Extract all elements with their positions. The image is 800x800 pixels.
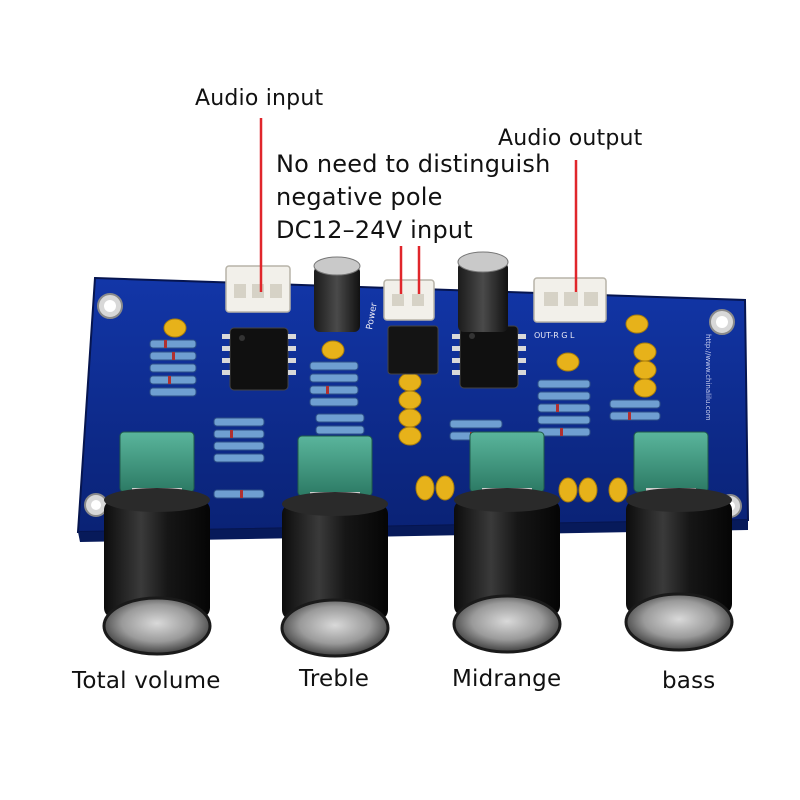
power-connector [383, 279, 435, 321]
label-audio-input: Audio input [195, 86, 324, 111]
leader-lines [259, 118, 578, 294]
label-midrange: Midrange [452, 666, 562, 692]
knob-midrange[interactable] [452, 431, 562, 654]
knob-treble[interactable] [280, 435, 390, 658]
label-power-line3: DC12–24V input [276, 216, 473, 244]
label-power-line2: negative pole [276, 183, 443, 211]
label-bass: bass [662, 668, 716, 694]
resistors [149, 339, 661, 499]
knob-total-volume[interactable] [102, 431, 212, 656]
silk-url: http://www.chinalilu.com [704, 334, 712, 421]
ceramic-capacitors [163, 314, 657, 503]
label-total-volume: Total volume [72, 668, 221, 694]
label-power-line1: No need to distinguish [276, 150, 551, 178]
label-audio-output: Audio output [498, 126, 643, 151]
label-treble: Treble [299, 666, 370, 692]
ic-chips [222, 325, 526, 391]
silk-power: Power [365, 302, 380, 331]
silk-out: OUT-R G L [534, 331, 575, 340]
electrolytic-capacitors [313, 251, 509, 332]
knob-bass[interactable] [624, 431, 734, 652]
